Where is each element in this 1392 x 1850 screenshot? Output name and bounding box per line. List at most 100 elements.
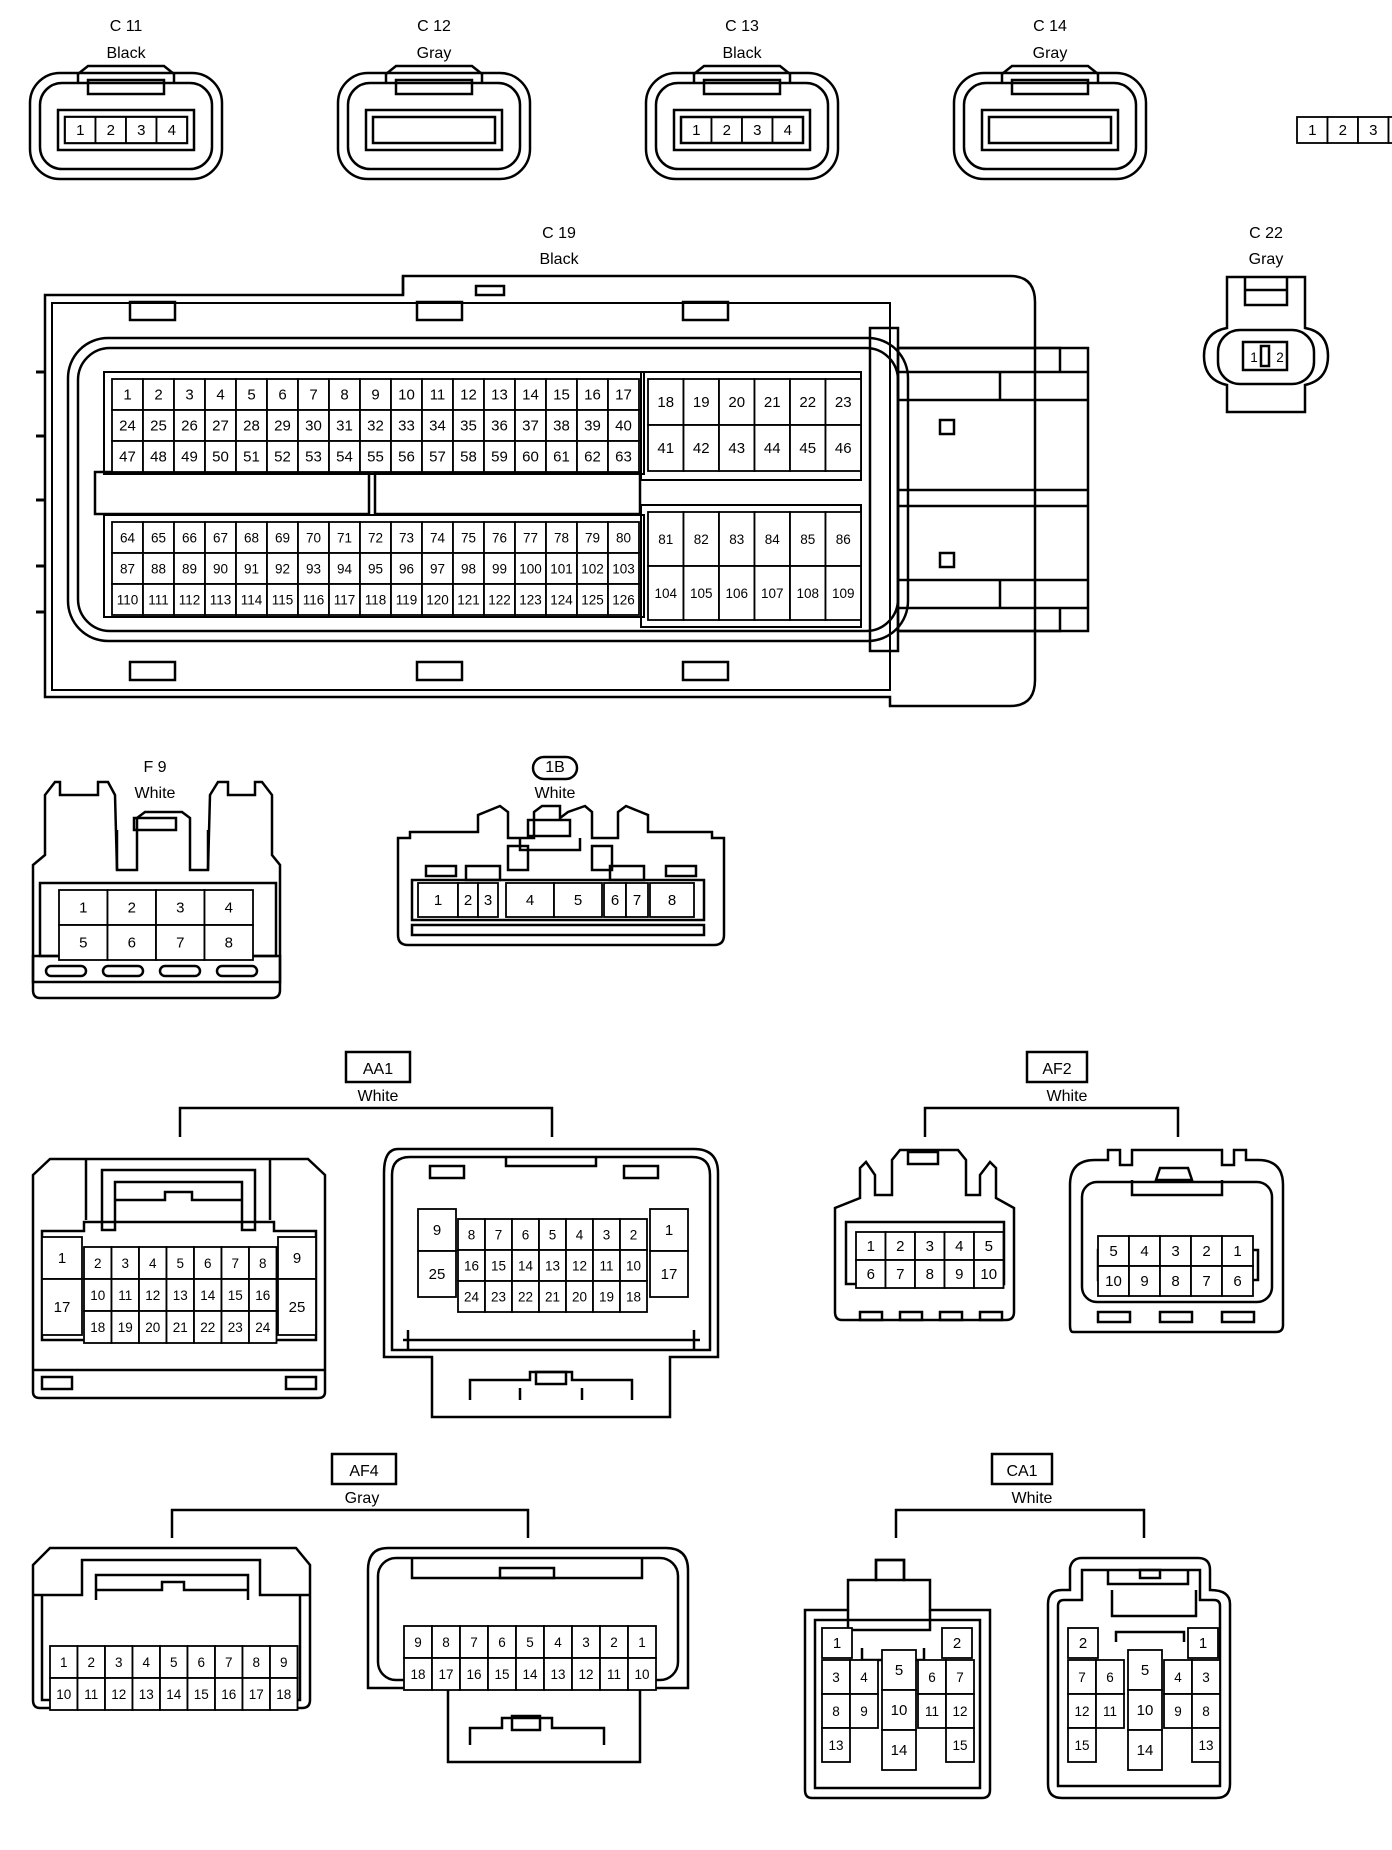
pin-cavity	[538, 1249, 567, 1282]
pin-number: 115	[272, 593, 294, 608]
pin-number: 33	[398, 418, 415, 435]
pin-number: 15	[228, 1288, 243, 1303]
pin-number: 4	[860, 1670, 868, 1685]
pin-cavity	[204, 440, 237, 473]
1b-code-oval	[531, 755, 579, 781]
pin-cavity	[884, 1231, 916, 1261]
pin-number: 35	[460, 418, 477, 435]
pin-cavity	[941, 1627, 973, 1659]
pin-number: 98	[461, 562, 476, 577]
pin-number: 121	[457, 593, 480, 608]
pin-cavity	[277, 1278, 317, 1336]
pin-cavity	[881, 1689, 917, 1731]
pin-cavity	[1128, 1265, 1161, 1297]
pin-number: 23	[835, 394, 852, 411]
pin-number: 3	[176, 900, 184, 917]
pin-cavity	[359, 440, 392, 473]
pin-number: 88	[151, 562, 166, 577]
pin-number: 8	[832, 1704, 840, 1719]
pin-number: 78	[554, 531, 569, 546]
pin-cavity	[142, 409, 175, 442]
pin-cavity	[627, 1657, 657, 1691]
pin-number: 13	[139, 1687, 154, 1702]
pin-number: 3	[1202, 1670, 1210, 1685]
pin-number: 14	[522, 1667, 538, 1682]
pin-cavity	[359, 552, 392, 585]
pin-number: 5	[985, 1238, 993, 1255]
pin-cavity	[83, 1310, 113, 1344]
pin-number: 6	[611, 892, 619, 909]
pin-number: 3	[115, 1655, 123, 1670]
pin-number: 89	[182, 562, 197, 577]
pin-number: 17	[661, 1266, 678, 1283]
pin-number: 10	[891, 1702, 908, 1719]
pin-cavity	[1095, 1693, 1125, 1729]
pin-number: 1	[123, 387, 131, 404]
pin-number: 77	[523, 531, 538, 546]
pin-number: 1	[692, 122, 700, 139]
aa1-label-box	[344, 1050, 412, 1084]
pin-number: 96	[399, 562, 414, 577]
pin-number: 2	[1276, 350, 1284, 365]
pin-cavity	[173, 378, 206, 411]
pin-number: 34	[429, 418, 446, 435]
pin-number: 8	[252, 1655, 260, 1670]
pin-number: 5	[1141, 1662, 1149, 1679]
pin-number: 4	[149, 1256, 157, 1271]
pin-number: 16	[464, 1259, 479, 1274]
aa1-bracket	[178, 1106, 554, 1137]
pin-number: 9	[371, 387, 379, 404]
pin-cavity	[647, 424, 685, 472]
pin-number: 45	[799, 440, 816, 457]
pin-number: 22	[200, 1320, 215, 1335]
pin-number: 117	[334, 593, 356, 608]
pin-cavity	[142, 521, 175, 554]
pin-number: 12	[460, 387, 477, 404]
pin-number: 113	[210, 593, 232, 608]
pin-number: 27	[212, 418, 229, 435]
pin-number: 5	[79, 935, 87, 952]
pin-number: 124	[550, 593, 573, 608]
c11-code: C 11	[110, 18, 143, 35]
pin-cavity	[266, 583, 299, 616]
pin-number: 100	[519, 562, 542, 577]
pin-cavity	[459, 1657, 489, 1691]
pin-cavity	[94, 116, 127, 144]
pin-number: 12	[578, 1667, 593, 1682]
pin-cavity	[649, 1208, 689, 1252]
pin-number: 79	[585, 531, 600, 546]
pin-number: 56	[398, 449, 415, 466]
pin-number: 94	[337, 562, 353, 577]
pin-cavity	[543, 1625, 573, 1659]
pin-number: 64	[120, 531, 136, 546]
aa1-code: AA1	[363, 1061, 393, 1078]
pin-number: 10	[1105, 1273, 1122, 1290]
pin-number: 93	[306, 562, 321, 577]
pin-number: 12	[952, 1704, 967, 1719]
pin-cavity	[945, 1693, 975, 1729]
pin-number: 24	[464, 1290, 480, 1305]
pin-number: 13	[828, 1738, 843, 1753]
pin-cavity	[682, 378, 720, 426]
pin-number: 9	[293, 1250, 301, 1267]
pin-cavity	[1163, 1693, 1193, 1729]
pin-cavity	[1387, 116, 1392, 144]
c12-color: Gray	[417, 45, 452, 62]
pin-cavity	[483, 521, 516, 554]
pin-cavity	[1221, 1235, 1254, 1267]
pin-number: 11	[599, 1259, 613, 1274]
pin-number: 17	[249, 1687, 264, 1702]
pin-number: 14	[518, 1259, 534, 1274]
pin-number: 74	[430, 531, 446, 546]
pin-cavity	[1097, 1235, 1130, 1267]
pin-cavity	[417, 1250, 457, 1298]
pin-number: 7	[633, 892, 641, 909]
pin-cavity	[538, 1280, 567, 1313]
